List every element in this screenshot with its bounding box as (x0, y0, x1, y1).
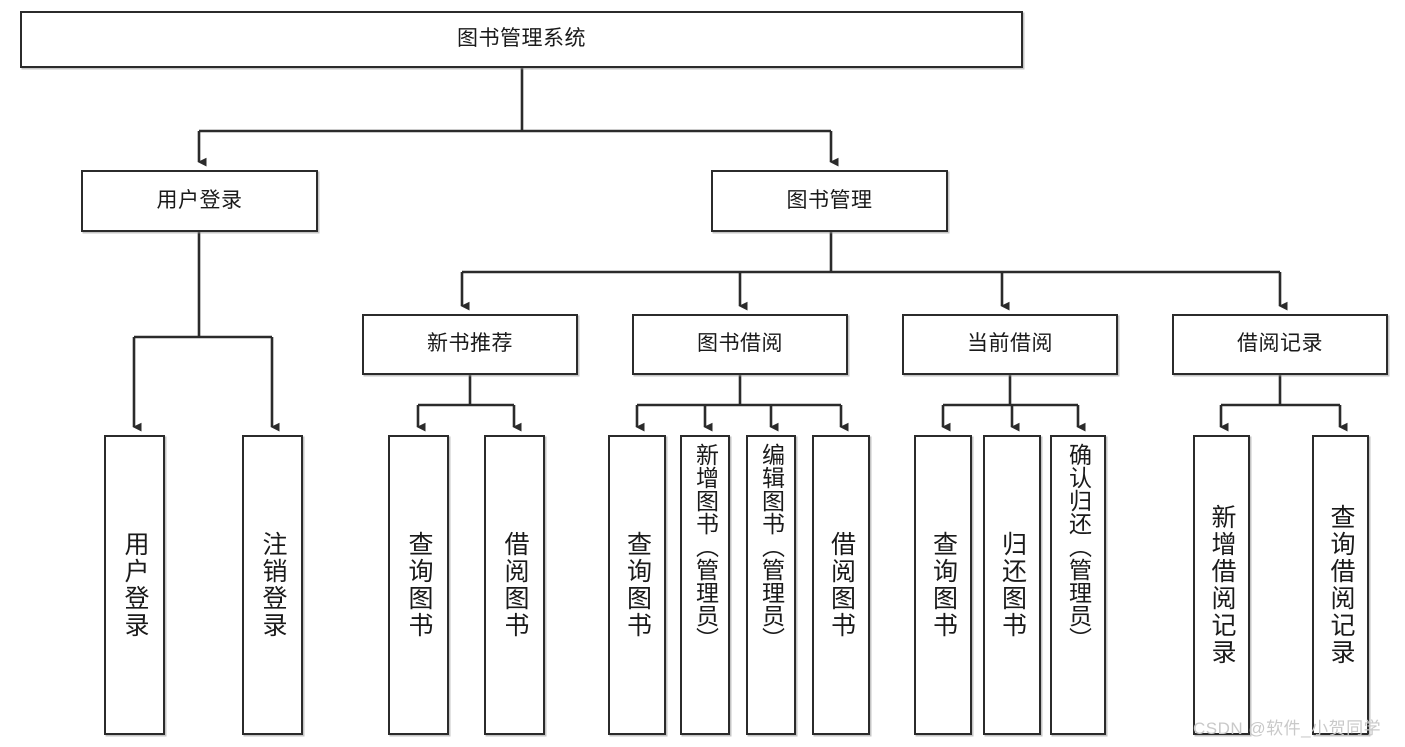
leaf-user-login[interactable]: 用户登录 (104, 435, 165, 735)
leaf-return-book[interactable]: 归还图书 (983, 435, 1041, 735)
node-book-management[interactable]: 图书管理 (711, 170, 948, 232)
node-label: 图书管理系统 (457, 27, 586, 51)
node-label: 借阅图书 (827, 531, 856, 639)
leaf-edit-book-admin[interactable]: 编辑图书（管理员） (746, 435, 796, 735)
node-label: 图书管理 (786, 188, 873, 212)
leaf-query-book-borrow[interactable]: 查询图书 (608, 435, 666, 735)
leaf-add-book-admin[interactable]: 新增图书（管理员） (680, 435, 730, 735)
node-label: 查询图书 (623, 531, 652, 639)
node-label: 用户登录 (121, 531, 149, 639)
node-label: 查询借阅记录 (1327, 504, 1355, 666)
node-label: 新增借阅记录 (1208, 504, 1236, 666)
node-label: 借阅图书 (501, 531, 529, 639)
node-book-borrow[interactable]: 图书借阅 (632, 314, 848, 375)
node-label: 新增图书（管理员） (692, 443, 719, 650)
node-label: 注销登录 (259, 531, 287, 639)
leaf-query-book-current[interactable]: 查询图书 (914, 435, 972, 735)
node-user-login[interactable]: 用户登录 (81, 170, 318, 232)
leaf-borrow-book[interactable]: 借阅图书 (812, 435, 870, 735)
leaf-logout[interactable]: 注销登录 (242, 435, 303, 735)
node-label: 借阅记录 (1237, 332, 1323, 356)
node-label: 编辑图书（管理员） (758, 443, 785, 650)
leaf-borrow-book-recommend[interactable]: 借阅图书 (484, 435, 545, 735)
node-label: 查询图书 (929, 531, 958, 639)
node-label: 用户登录 (156, 188, 243, 212)
node-current-borrow[interactable]: 当前借阅 (902, 314, 1118, 375)
node-label: 归还图书 (998, 531, 1027, 639)
node-label: 查询图书 (405, 531, 433, 639)
leaf-confirm-return-admin[interactable]: 确认归还（管理员） (1050, 435, 1106, 735)
node-label: 新书推荐 (427, 332, 513, 356)
leaf-add-borrow-record[interactable]: 新增借阅记录 (1193, 435, 1250, 735)
leaf-query-borrow-record[interactable]: 查询借阅记录 (1312, 435, 1369, 735)
node-label: 图书借阅 (697, 332, 783, 356)
node-label: 当前借阅 (967, 332, 1053, 356)
leaf-query-book-recommend[interactable]: 查询图书 (388, 435, 449, 735)
csdn-watermark: CSDN @软件_小贺同学 (1193, 719, 1382, 738)
node-new-book-recommend[interactable]: 新书推荐 (362, 314, 578, 375)
node-label: 确认归还（管理员） (1065, 443, 1092, 650)
node-root-system[interactable]: 图书管理系统 (20, 11, 1023, 68)
node-borrow-record[interactable]: 借阅记录 (1172, 314, 1388, 375)
